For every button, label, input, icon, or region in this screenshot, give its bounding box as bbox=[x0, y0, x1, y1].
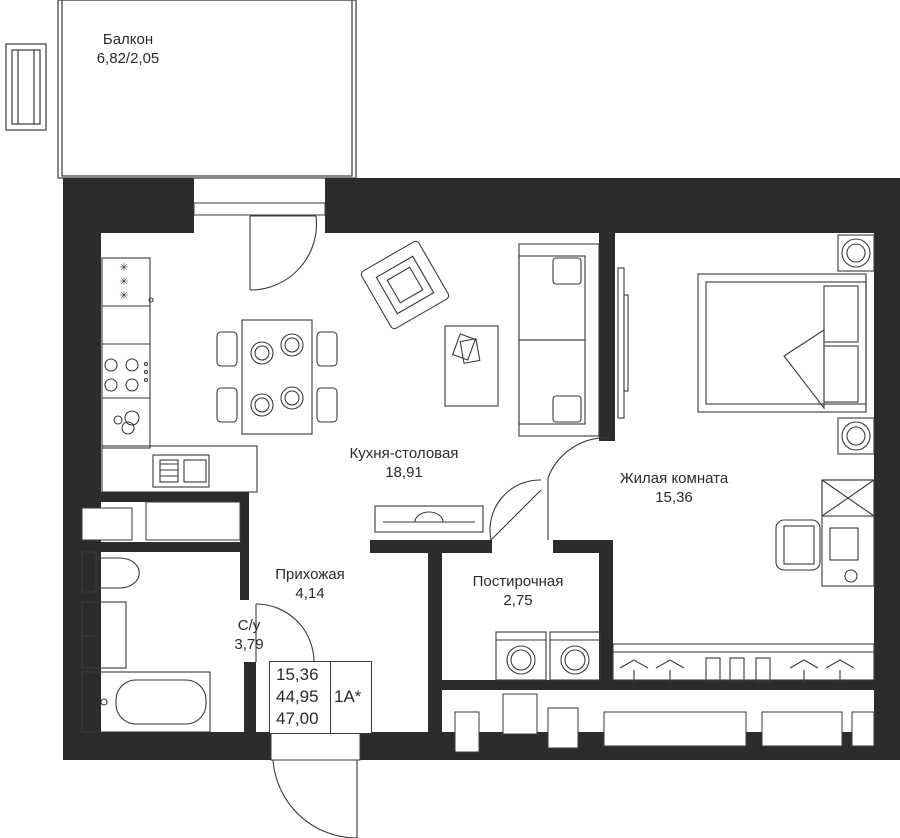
wardrobe bbox=[612, 643, 875, 684]
window-6 bbox=[603, 711, 747, 747]
balcony-name: Балкон bbox=[102, 31, 154, 48]
hallway-name: Прихожая bbox=[275, 566, 345, 583]
svg-text:✳: ✳ bbox=[119, 261, 128, 274]
bathroom-name: С/у bbox=[237, 617, 261, 634]
kitchen-area: 18,91 bbox=[385, 464, 423, 481]
balcony-ventilation-unit bbox=[5, 43, 47, 131]
window-3 bbox=[454, 711, 480, 753]
bedroom-area: 15,36 bbox=[655, 489, 693, 506]
bathroom-label: С/у 3,79 bbox=[224, 616, 274, 654]
entrance-door-opening bbox=[270, 731, 361, 761]
armchair bbox=[360, 240, 450, 330]
walls bbox=[63, 178, 900, 760]
total-with-balcony: 47,00 bbox=[276, 709, 319, 728]
balcony-door-opening bbox=[193, 202, 326, 216]
bathroom-fixtures bbox=[81, 551, 211, 733]
summary-box: 15,36 44,95 47,00 1А* bbox=[269, 661, 372, 734]
window-7 bbox=[761, 711, 843, 747]
window-1 bbox=[81, 507, 133, 541]
tv-console bbox=[374, 505, 484, 533]
balcony-area: 6,82/2,05 bbox=[96, 50, 160, 67]
snowflakes: ✳✳✳ bbox=[119, 261, 128, 302]
kitchen-label: Кухня-столовая 18,91 bbox=[334, 444, 474, 482]
washing-machines bbox=[495, 631, 601, 681]
balcony-outline bbox=[57, 0, 357, 179]
summary-divider bbox=[330, 662, 331, 733]
apartment-type: 1А* bbox=[334, 687, 362, 706]
window-8 bbox=[851, 711, 875, 747]
dining-table bbox=[216, 319, 338, 435]
laundry-area: 2,75 bbox=[503, 592, 533, 609]
tv-screen bbox=[617, 267, 629, 419]
doors bbox=[249, 215, 611, 838]
kitchen-name: Кухня-столовая bbox=[349, 445, 459, 462]
bedroom-name: Жилая комната bbox=[619, 470, 729, 487]
sofa bbox=[518, 243, 600, 437]
laundry-name: Постирочная bbox=[472, 573, 564, 590]
kitchen-counter bbox=[101, 257, 258, 493]
window-5 bbox=[547, 707, 579, 749]
hallway-area: 4,14 bbox=[295, 585, 325, 602]
bed bbox=[697, 273, 867, 413]
bathroom-area: 3,79 bbox=[234, 636, 264, 653]
desk bbox=[775, 479, 875, 587]
living-area: 15,36 bbox=[276, 665, 319, 684]
svg-text:✳: ✳ bbox=[119, 275, 128, 288]
bedroom-label: Жилая комната 15,36 bbox=[604, 469, 744, 507]
coffee-table bbox=[444, 325, 499, 407]
total-area: 44,95 bbox=[276, 687, 319, 706]
svg-text:✳: ✳ bbox=[119, 289, 128, 302]
nightstands bbox=[837, 234, 875, 455]
laundry-label: Постирочная 2,75 bbox=[458, 572, 578, 610]
balcony-label: Балкон 6,82/2,05 bbox=[68, 30, 188, 68]
hallway-label: Прихожая 4,14 bbox=[260, 565, 360, 603]
window-4 bbox=[502, 693, 538, 735]
window-2 bbox=[145, 501, 241, 541]
